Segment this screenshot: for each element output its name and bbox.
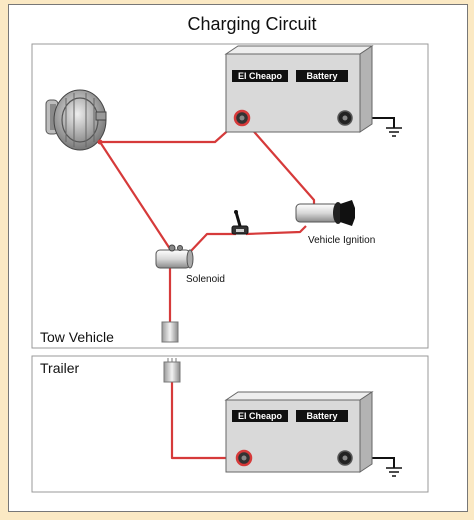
- trailer-section: [31, 355, 429, 493]
- battery-brand-label: El Cheapo: [238, 411, 283, 421]
- battery-brand-label: El Cheapo: [238, 71, 283, 81]
- wire-switch-ignition: [245, 225, 307, 236]
- alternator-icon: [45, 89, 107, 151]
- diagram-title: Charging Circuit: [187, 14, 316, 34]
- ignition-label: Vehicle Ignition: [308, 235, 375, 246]
- battery-icon: El Cheapo Battery: [224, 391, 374, 473]
- wire-solenoid-switch: [189, 232, 236, 253]
- battery-word-label: Battery: [306, 71, 337, 81]
- battery-word-label: Battery: [306, 411, 337, 421]
- ground-icon: [386, 127, 402, 137]
- ignition-key-icon: [295, 200, 355, 226]
- wire-alternator-solenoid: [99, 141, 173, 253]
- battery-icon: El Cheapo Battery: [224, 45, 374, 133]
- connector-plug-icon: [161, 321, 179, 343]
- toggle-switch-icon: [231, 210, 249, 235]
- ground-icon: [386, 467, 402, 477]
- wire-trailer-battery: [170, 382, 244, 460]
- solenoid-label: Solenoid: [186, 274, 225, 285]
- solenoid-icon: [155, 244, 194, 269]
- tow-vehicle-label: Tow Vehicle: [40, 329, 114, 345]
- connector-plug-icon: [163, 358, 181, 383]
- tow-vehicle-section: [31, 43, 429, 349]
- wire-alternator-battery: [100, 117, 243, 144]
- trailer-label: Trailer: [40, 360, 79, 376]
